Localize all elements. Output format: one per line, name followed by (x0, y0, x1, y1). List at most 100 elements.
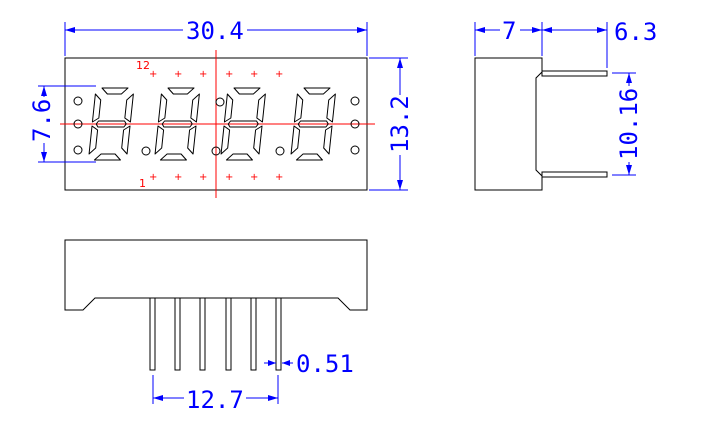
side-depth-label: 7 (502, 17, 516, 45)
decimal-point-1 (141, 146, 151, 156)
bottom-pin (149, 297, 156, 371)
label-backdrop (183, 16, 247, 42)
bottom-pin (275, 297, 282, 371)
pin-span-label: 12.7 (186, 386, 244, 414)
right-dot-bottom (350, 145, 360, 155)
pin-marker-top: + (275, 69, 283, 80)
dimension-side-depth: 7 (474, 16, 543, 56)
pin-markers: + + + + + + + + + + + + (149, 69, 283, 183)
seg-f (88, 125, 99, 155)
bottom-pin (250, 297, 257, 371)
arrowhead (268, 360, 276, 366)
seg-b (293, 93, 304, 123)
arrowhead (397, 58, 403, 68)
bottom-body-outline (64, 239, 368, 311)
decimal-point-2 (211, 146, 221, 156)
digit-1 (88, 87, 134, 161)
label-backdrop (184, 386, 246, 412)
decimal-point-3 (275, 146, 285, 156)
arrowhead (153, 395, 163, 401)
pin-marker-top: + (149, 69, 157, 80)
right-dot-middle (350, 119, 360, 129)
pin-marker-bottom: + (275, 172, 283, 183)
seg-a (167, 87, 195, 95)
seg-d (225, 153, 253, 161)
seg-f (154, 125, 165, 155)
pin-marker-bottom: + (174, 172, 182, 183)
colon-dot-top (215, 97, 225, 107)
arrowhead (542, 27, 552, 33)
label-backdrop (386, 95, 414, 155)
arrowhead (65, 27, 75, 33)
pin-length-label: 6.3 (614, 18, 657, 46)
dimension-pin-width: 0.51 (264, 350, 354, 378)
bottom-pins (149, 297, 282, 371)
pin-marker-top: + (199, 69, 207, 80)
seg-e (253, 125, 263, 155)
seg-g (95, 120, 127, 128)
digit-3 (220, 87, 266, 161)
left-dot-middle (73, 119, 83, 129)
pin-marker-bottom: + (250, 172, 258, 183)
left-dot-bottom (73, 145, 83, 155)
seg-a (303, 87, 331, 95)
left-dot-top (73, 96, 83, 106)
seg-c (190, 93, 200, 123)
arrowhead (626, 73, 632, 83)
seg-e (187, 125, 197, 155)
bottom-view: 12.7 0.51 (64, 239, 368, 414)
arrowhead (597, 27, 607, 33)
pin-label-12: 12 (136, 59, 150, 72)
pin-marker-bottom: + (149, 172, 157, 183)
seg-g (297, 120, 329, 128)
label-backdrop (500, 16, 520, 42)
arrowhead (41, 152, 47, 162)
seg-f (220, 125, 231, 155)
row-spacing-label: 10.16 (615, 88, 643, 160)
arrowhead (282, 360, 290, 366)
bottom-pin (199, 297, 206, 371)
digit-height-label: 7.6 (28, 99, 56, 142)
front-height-label: 13.2 (386, 95, 414, 153)
seg-e (121, 125, 131, 155)
dimension-front-width: 30.4 (64, 16, 368, 56)
pin-marker-top: + (225, 69, 233, 80)
seg-d (295, 153, 323, 161)
arrowhead (475, 27, 485, 33)
pin-marker-bottom: + (225, 172, 233, 183)
seven-segment-digits (88, 87, 336, 161)
arrowhead (268, 395, 278, 401)
pin-marker-top: + (174, 69, 182, 80)
arrowhead (532, 27, 542, 33)
side-pin-bottom (541, 171, 608, 178)
right-dot-top (350, 96, 360, 106)
side-body-outline (474, 57, 543, 191)
label-backdrop (28, 97, 56, 143)
seg-c (256, 93, 266, 123)
dimension-digit-height: 7.6 (28, 85, 96, 163)
pin-marker-top: + (250, 69, 258, 80)
seg-d (159, 153, 187, 161)
digit-4 (290, 87, 336, 161)
arrowhead (626, 165, 632, 175)
seg-a (233, 87, 261, 95)
seg-b (223, 93, 234, 123)
side-pin-top (541, 70, 608, 77)
label-backdrop (615, 86, 643, 162)
pin-label-1: 1 (139, 177, 146, 190)
seg-d (93, 153, 121, 161)
seg-g (161, 120, 193, 128)
pin-marker-bottom: + (199, 172, 207, 183)
dimension-pin-length: 6.3 (542, 18, 657, 68)
seg-a (101, 87, 129, 95)
dimension-pin-span: 12.7 (152, 375, 279, 414)
arrowhead (357, 27, 367, 33)
front-width-label: 30.4 (186, 17, 244, 45)
seg-c (124, 93, 134, 123)
dimension-front-height: 13.2 (369, 57, 414, 191)
seg-c (326, 93, 336, 123)
side-view: 7 6.3 10.16 (474, 16, 657, 191)
seg-e (323, 125, 333, 155)
bottom-pin (225, 297, 232, 371)
